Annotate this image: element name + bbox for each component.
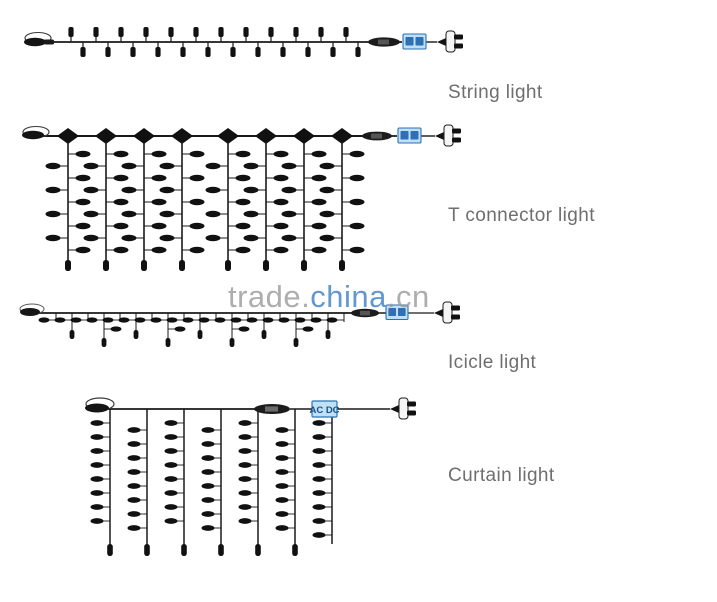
string-light-inline-connector xyxy=(368,37,400,47)
t-connector-light-controller-box[interactable] xyxy=(397,127,422,144)
curtain-light-end-cap xyxy=(85,397,115,413)
string-light-end-cap xyxy=(24,31,54,47)
t-connector-light-inline-connector xyxy=(362,131,392,141)
curtain-light-plug xyxy=(390,397,416,420)
icicle-light-end-cap xyxy=(19,303,45,316)
t-connector-light-diagram xyxy=(0,118,500,278)
controller-ac-dc-text: AC DC xyxy=(309,405,339,416)
t-connector-strands xyxy=(45,128,365,271)
t-connector-light-label: T connector light xyxy=(448,205,595,226)
string-light-plug xyxy=(437,30,463,53)
icicle-light-plug xyxy=(434,301,460,324)
curtain-light-inline-connector xyxy=(254,404,290,414)
string-light-controller-box[interactable] xyxy=(402,33,427,50)
curtain-drop-strands xyxy=(90,409,333,556)
curtain-light-label: Curtain light xyxy=(448,465,555,486)
curtain-light-diagram: AC DC xyxy=(60,392,480,572)
curtain-light-controller-box[interactable]: AC DC xyxy=(309,400,340,418)
t-connector-light-end-cap xyxy=(22,125,50,140)
icicle-light-inline-connector xyxy=(351,308,379,318)
icicle-drop-strands xyxy=(38,313,345,347)
icicle-light-label: Icicle light xyxy=(448,352,537,373)
icicle-light-controller-box[interactable] xyxy=(385,304,409,321)
string-light-label: String light xyxy=(448,82,543,103)
t-connector-light-plug xyxy=(435,124,461,147)
string-light-bulbs-lower xyxy=(80,42,361,57)
string-light-bulbs-upper xyxy=(68,27,349,42)
string-light-diagram xyxy=(0,0,500,75)
icicle-light-diagram xyxy=(0,290,500,350)
